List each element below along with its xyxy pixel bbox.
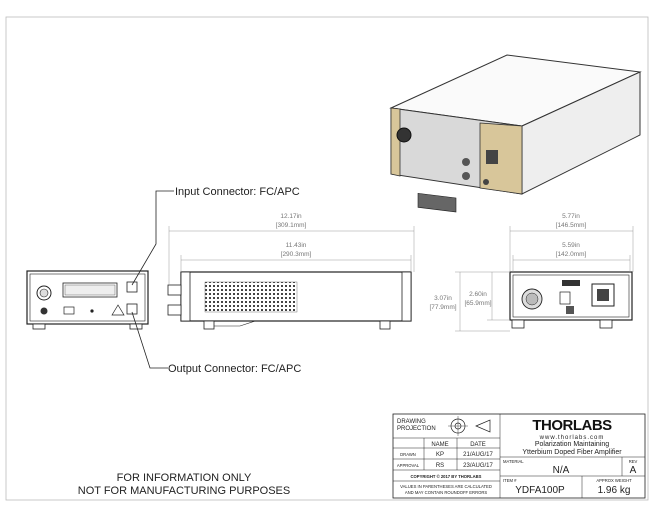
projection-label-1: DRAWING (397, 419, 426, 425)
front-usb-port (63, 306, 75, 315)
front-led (90, 309, 94, 313)
iso-knob (396, 127, 412, 143)
title-line-2: Ytterbium Doped Fiber Amplifier (522, 449, 622, 456)
front-output-connector (126, 303, 138, 315)
col-name: NAME (431, 442, 448, 448)
projection-cone-icon (475, 419, 491, 433)
dim-width-body-mm: [142.0mm] (556, 251, 587, 258)
drawn-date: 21/AUG/17 (463, 452, 493, 458)
rev-label: REV (629, 459, 638, 464)
weight-label: APPROX WEIGHT (596, 478, 632, 483)
iso-port (486, 150, 498, 164)
dimension-lines (168, 226, 634, 332)
output-connector-callout: Output Connector: FC/APC (168, 363, 301, 375)
iso-connector-2 (462, 172, 470, 180)
iso-display (417, 192, 457, 213)
material-label: MATERIAL (503, 459, 524, 464)
output-leader-line (131, 311, 168, 369)
dim-height-body-in: 2.60in (469, 291, 487, 298)
laser-warning-icon (111, 304, 125, 316)
info-note-line-1: FOR INFORMATION ONLY (117, 472, 252, 484)
dim-height-overall-mm: [77.9mm] (429, 304, 456, 311)
iso-gold-frame-left (390, 107, 401, 177)
rear-port-3 (566, 306, 574, 314)
dim-length-body-in: 11.43in (286, 242, 307, 249)
rev-value: A (630, 465, 637, 476)
material-value: N/A (553, 465, 570, 476)
item-value: YDFA100P (515, 485, 565, 496)
drawn-name: KP (436, 452, 444, 458)
front-input-connector (126, 281, 138, 293)
approval-date: 23/AUG/17 (463, 463, 493, 469)
title-line-1: Polarization Maintaining (535, 441, 609, 448)
projection-label-2: PROJECTION (397, 426, 436, 432)
dim-width-overall-in: 5.77in (562, 213, 580, 220)
dim-height-body-mm: [65.9mm] (464, 300, 491, 307)
front-view (26, 270, 149, 330)
isometric-view (389, 54, 642, 213)
weight-value: 1.96 kg (598, 485, 631, 496)
side-output-connector (167, 304, 182, 316)
front-key-switch (40, 307, 48, 315)
input-leader-line (131, 190, 174, 286)
side-input-connector (167, 284, 182, 296)
side-vent-grille (204, 281, 298, 313)
rear-port-1 (562, 280, 580, 286)
info-note-line-2: NOT FOR MANUFACTURING PURPOSES (78, 485, 290, 497)
col-date: DATE (470, 442, 486, 448)
rear-view (509, 271, 633, 329)
iso-switch (483, 179, 489, 185)
dim-length-overall-in: 12.17in (280, 213, 302, 220)
input-connector-callout: Input Connector: FC/APC (175, 186, 300, 198)
iso-connector-1 (462, 158, 470, 166)
thorlabs-logo: THORLABS (532, 417, 612, 434)
drawn-label: DRAWN (400, 452, 416, 457)
rear-port-2 (559, 291, 571, 305)
title-block: DRAWING PROJECTION NAME DATE DRAWN KP 21… (392, 413, 646, 499)
dim-length-body-mm: [290.3mm] (281, 251, 312, 258)
dim-width-body-in: 5.59in (562, 242, 580, 249)
approval-label: APPROVAL (397, 463, 420, 468)
rounding-note-1: VALUES IN PARENTHESES ARE CALCULATED (400, 484, 492, 489)
sheet-border (5, 16, 649, 501)
iso-gold-frame-right (479, 122, 523, 195)
copyright: COPYRIGHT © 2017 BY THORLABS (411, 474, 482, 479)
approval-name: RS (436, 463, 444, 469)
thorlabs-url: www.thorlabs.com (539, 435, 605, 441)
dim-length-overall-mm: [309.1mm] (276, 222, 307, 229)
dim-height-overall-in: 3.07in (434, 295, 452, 302)
item-label: ITEM # (503, 478, 517, 483)
rounding-note-2: AND MAY CONTAIN ROUNDOFF ERRORS (405, 490, 488, 495)
dim-width-overall-mm: [146.5mm] (556, 222, 587, 229)
side-view (167, 271, 412, 330)
